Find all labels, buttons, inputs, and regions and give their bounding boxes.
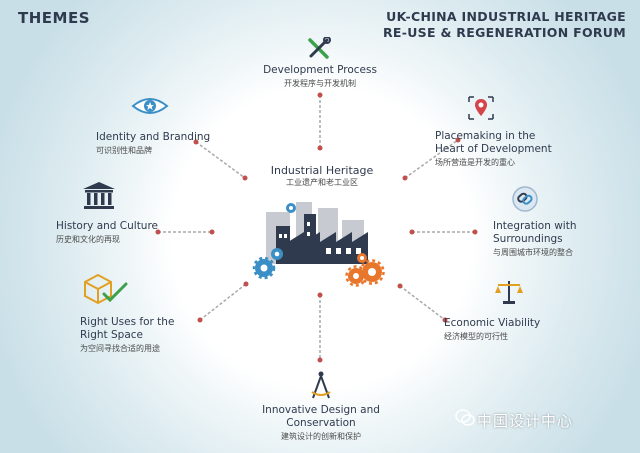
integration-label-en-1: Integration with <box>493 220 577 232</box>
right-uses-label-en-2: Right Space <box>80 329 143 341</box>
right-uses-label-en-1: Right Uses for the <box>80 316 175 328</box>
dot-right-outer <box>472 229 478 235</box>
innovative-label-en-2: Conservation <box>286 417 356 429</box>
connector-top-left <box>195 141 246 179</box>
dot-br-inner <box>397 283 403 289</box>
integration-label-en-2: Surroundings <box>493 233 563 245</box>
scales-icon <box>495 281 523 304</box>
center-label: Industrial Heritage 工业遗产和老工业区 <box>262 164 382 188</box>
compass-icon <box>311 371 331 399</box>
connector-bottom-right <box>399 285 446 321</box>
museum-icon <box>83 182 115 209</box>
economic-label-zh: 经济模型的可行性 <box>444 332 508 341</box>
node-economic-viability: Economic Viability 经济模型的可行性 <box>444 317 540 342</box>
node-right-uses: Right Uses for the Right Space 为空间寻找合适的用… <box>80 316 174 354</box>
dot-tl-inner <box>242 175 248 181</box>
placemaking-label-zh: 场所营造是开发的重心 <box>435 158 515 167</box>
forum-title-line1: UK-CHINA INDUSTRIAL HERITAGE <box>386 9 626 24</box>
wechat-icon <box>455 409 475 426</box>
forum-title-line2: RE-USE & REGENERATION FORUM <box>382 25 626 40</box>
innovative-label-zh: 建筑设计的创新和保护 <box>281 432 361 441</box>
placemaking-label-en-2: Heart of Development <box>435 143 552 155</box>
history-label-en: History and Culture <box>56 220 159 232</box>
dot-bottom-inner <box>317 292 323 298</box>
forum-title: UK-CHINA INDUSTRIAL HERITAGE RE-USE & RE… <box>336 9 626 41</box>
themes-heading: THEMES <box>18 9 91 27</box>
dot-top-inner <box>317 145 323 151</box>
connector-top-right <box>404 139 459 179</box>
map-pin-icon <box>468 96 494 120</box>
factory-icon <box>252 202 385 287</box>
connector-bottom-left <box>199 283 247 321</box>
dot-tr-inner <box>402 175 408 181</box>
history-label-zh: 历史和文化的再现 <box>56 235 120 244</box>
dot-tl-outer <box>193 139 199 145</box>
identity-label-zh: 可识别性和品牌 <box>96 146 152 155</box>
tools-icon <box>308 37 331 59</box>
development-label-en: Development Process <box>263 64 377 76</box>
node-placemaking: Placemaking in the Heart of Development … <box>435 130 552 168</box>
node-innovative-design: Innovative Design and Conservation 建筑设计的… <box>258 404 384 442</box>
link-icon <box>512 186 538 212</box>
placemaking-label-en-1: Placemaking in the <box>435 130 536 142</box>
center-label-en: Industrial Heritage <box>270 164 374 177</box>
eye-star-icon <box>131 98 169 114</box>
dot-bl-inner <box>243 281 249 287</box>
identity-label-en: Identity and Branding <box>96 131 211 143</box>
dot-tr-outer <box>455 137 461 143</box>
node-identity-branding: Identity and Branding 可识别性和品牌 <box>96 131 210 156</box>
dot-bottom-outer <box>317 357 323 363</box>
dot-bl-outer <box>197 317 203 323</box>
dot-left-inner <box>209 229 215 235</box>
cube-check-icon <box>84 273 128 305</box>
development-label-zh: 开发程序与开发机制 <box>284 79 356 88</box>
integration-label-zh: 与周围城市环境的整合 <box>493 248 573 257</box>
center-label-zh: 工业遗产和老工业区 <box>286 178 358 187</box>
node-integration: Integration with Surroundings 与周围城市环境的整合 <box>493 220 576 258</box>
innovative-label-en-1: Innovative Design and <box>262 404 380 416</box>
dot-right-inner <box>409 229 415 235</box>
watermark-text: 中国设计中心 <box>477 412 574 430</box>
right-uses-label-zh: 为空间寻找合适的用途 <box>80 344 160 353</box>
dot-top-outer <box>317 92 323 98</box>
node-history-culture: History and Culture 历史和文化的再现 <box>56 220 158 245</box>
dot-br-outer <box>442 317 448 323</box>
dot-left-outer <box>155 229 161 235</box>
node-development-process: Development Process 开发程序与开发机制 <box>256 64 384 89</box>
economic-label-en: Economic Viability <box>444 317 541 329</box>
